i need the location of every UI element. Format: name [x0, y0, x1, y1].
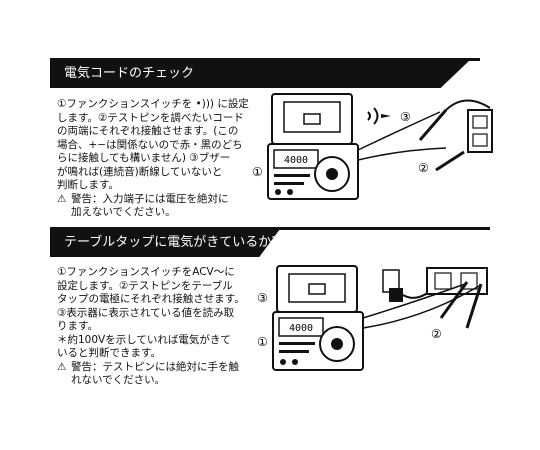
section2-instructions: ①ファンクションスイッチをACV〜に 設定します。②テストピンをテーブル タップ… — [57, 266, 265, 388]
callout-1: ① — [257, 335, 268, 349]
warning-icon: ⚠ — [57, 360, 67, 373]
meter-display: 4000 — [289, 323, 313, 334]
section2-warning: ⚠ 警告：テストピンには絶対に手を触 れないでください。 — [57, 361, 265, 388]
section2-top-rule — [50, 227, 490, 230]
section1-line: が鳴れば(連続音)断線していないと — [57, 165, 223, 178]
section2-line: ③表示器に表示されている値を読み取 — [57, 306, 235, 319]
callout-3: ③ — [257, 291, 268, 305]
callout-2: ② — [418, 161, 429, 175]
section2-warning-line: 警告：テストピンには絶対に手を触 — [71, 360, 239, 373]
callout-2: ② — [431, 327, 442, 341]
section1-line: 判断します。 — [57, 179, 119, 191]
section1-warning-line: 警告：入力端子には電圧を絶対に — [71, 192, 229, 205]
section1-line: らに接触しても構いません) ③ブザー — [57, 152, 231, 164]
section2-line: ①ファンクションスイッチをACV〜に — [57, 266, 235, 278]
section2-line: ります。 — [57, 320, 98, 332]
section1-warning-line: 加えないでください。 — [71, 206, 176, 218]
section2-line: いると判断できます。 — [57, 347, 161, 359]
section1-line: します。②テストピンを調べたいコード — [57, 111, 244, 124]
multimeter-power-strip-illustration: 4000 ③ ① ② — [257, 265, 488, 371]
callout-3: ③ — [400, 110, 411, 124]
section1-warning: ⚠ 警告：入力端子には電圧を絶対に 加えないでください。 — [57, 193, 265, 220]
section1-top-rule — [50, 58, 480, 61]
section1-instructions: ①ファンクションスイッチを •))) に設定 します。②テストピンを調べたいコー… — [57, 98, 265, 220]
section1-line: ①ファンクションスイッチを •))) に設定 — [57, 98, 249, 110]
section2-line: タップの電極にそれぞれ接触させます。 — [57, 293, 245, 305]
section1-line: 場合、+−は関係ないので赤・黒のどち — [57, 138, 243, 151]
meter-display: 4000 — [284, 155, 308, 166]
section1-title: 電気コードのチェック — [50, 60, 470, 88]
section2-line: ＊約100Vを示していれば電気がきて — [57, 333, 231, 346]
section2-warning-line: れないでください。 — [71, 374, 166, 386]
section2-title: テーブルタップに電気がきているか? — [50, 229, 280, 257]
callout-1: ① — [252, 165, 263, 179]
multimeter-cord-check-illustration: 4000 ③ ① ② — [252, 93, 493, 200]
warning-icon: ⚠ — [57, 192, 67, 205]
section1-line: の両端にそれぞれ接触させます。(この — [57, 125, 239, 137]
section2-line: 設定します。②テストピンをテーブル — [57, 279, 233, 292]
